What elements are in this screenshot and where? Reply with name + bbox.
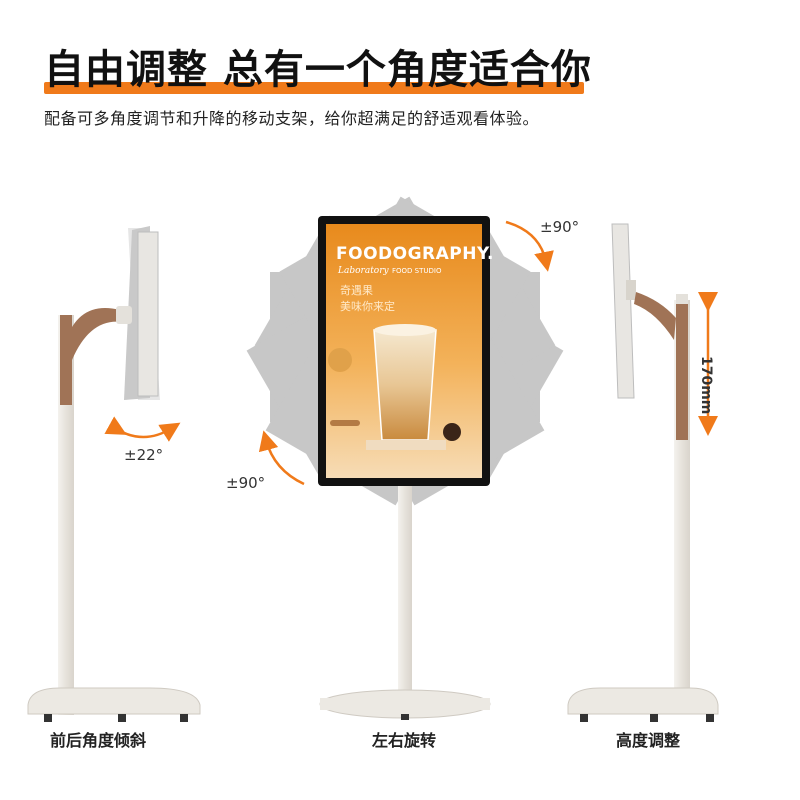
- tilt-label: 前后角度倾斜: [50, 731, 147, 750]
- rotate-stand: [246, 196, 564, 720]
- screen-headline-2: 美味你来定: [340, 300, 395, 313]
- height-stand: [567, 223, 719, 722]
- screen-brand: FOODOGRAPHY.: [336, 244, 494, 264]
- screen-tagline-small: FOOD STUDIO: [392, 267, 442, 275]
- page-title: 自由调整 总有一个角度适合你: [44, 47, 592, 93]
- screen-tagline-italic: Laboratory: [338, 266, 389, 276]
- rotate-angle-label-bottom: ±90°: [226, 474, 266, 492]
- page-subtitle: 配备可多角度调节和升降的移动支架，给你超满足的舒适观看体验。: [44, 109, 540, 128]
- tilt-stand: [27, 226, 201, 722]
- screen-headline-1: 奇遇果: [340, 284, 373, 297]
- rotate-label: 左右旋转: [372, 731, 437, 750]
- title-underline: [44, 82, 584, 94]
- tilt-angle-label: ±22°: [124, 446, 164, 464]
- height-value-label: 170mm: [698, 356, 714, 415]
- rotate-angle-label-top: ±90°: [540, 218, 580, 236]
- height-label: 高度调整: [616, 731, 681, 750]
